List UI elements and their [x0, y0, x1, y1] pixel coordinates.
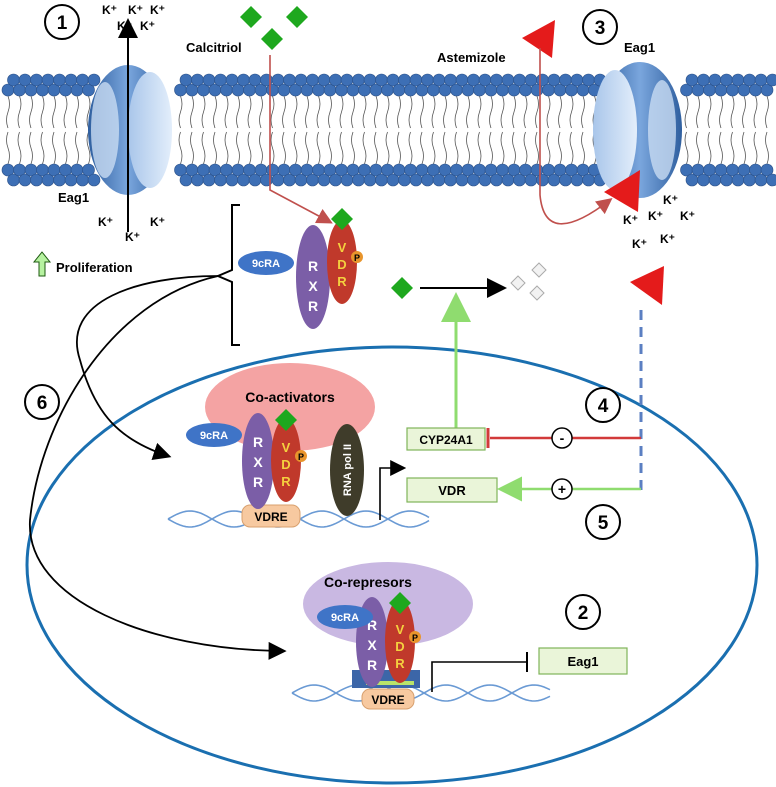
corepresors-label: Co-represors [324, 574, 412, 590]
step-1-marker: 1 [44, 4, 80, 40]
vdr-gene-box: VDR [406, 477, 498, 503]
cyp24a1-label: CYP24A1 [419, 433, 473, 447]
vdr-letter: D [395, 639, 404, 654]
step-2-label: 2 [578, 603, 589, 624]
astemizole-label: Astemizole [437, 50, 506, 65]
astemizole-entry-arrow [539, 48, 613, 225]
rxr-letter: X [308, 278, 318, 294]
k-ion: K⁺ [660, 232, 675, 246]
nuclear-translocation-arrow-upper [76, 275, 219, 460]
nucleus [25, 345, 759, 785]
cyp24a1-gene-box: CYP24A1 [406, 427, 486, 451]
vdr-letter: R [337, 274, 347, 289]
eag1-right-label: Eag1 [624, 40, 655, 55]
vdr-letter: D [281, 457, 290, 472]
vdre-active-label: VDRE [254, 510, 287, 524]
astemizole-triangle-channel [604, 170, 640, 212]
k-ion: K⁺ [117, 19, 132, 33]
step-4-label: 4 [598, 396, 609, 417]
step-3-label: 3 [595, 18, 606, 39]
k-ion: K⁺ [623, 213, 638, 227]
nine-cra-label: 9cRA [200, 430, 228, 442]
cell-membrane [1, 73, 776, 187]
nuclear-translocation-arrow-lower [29, 275, 287, 660]
k-ion: K⁺ [663, 193, 678, 207]
proliferation-label: Proliferation [56, 260, 133, 275]
vdr-letter: V [338, 240, 347, 255]
step-6-marker: 6 [24, 384, 60, 420]
step-5-label: 5 [598, 513, 609, 534]
step-1-label: 1 [57, 13, 68, 34]
minus-circle [551, 427, 573, 449]
k-ion: K⁺ [128, 3, 143, 17]
rxr-letter: R [308, 258, 318, 274]
rxr-letter: R [367, 617, 377, 633]
coactivators-label: Co-activators [245, 389, 335, 405]
eag1-gene-label: Eag1 [567, 654, 598, 669]
rxr-letter: X [253, 454, 263, 470]
k-ion: K⁺ [140, 19, 155, 33]
calcitriol-molecules [240, 6, 308, 50]
potassium-ions: K⁺ K⁺ K⁺ K⁺ K⁺ K⁺ K⁺ K⁺ K⁺ K⁺ K⁺ K⁺ K⁺ K… [98, 3, 695, 251]
plus-label: + [558, 481, 566, 497]
step-4-marker: 4 [585, 387, 621, 423]
calcitriol-label: Calcitriol [186, 40, 242, 55]
rna-polymerase-label: RNA pol II [342, 444, 354, 496]
receptor-complex-bracket [215, 204, 240, 346]
k-ion: K⁺ [102, 3, 117, 17]
degraded-metabolites [510, 262, 547, 301]
nine-cra-label: 9cRA [331, 612, 359, 624]
eag1-channel-left [88, 65, 172, 195]
calcitriol-diamond [286, 6, 308, 28]
k-ion: K⁺ [150, 215, 165, 229]
vdr-gene-label: VDR [438, 483, 466, 498]
eag1-gene-box: Eag1 [538, 647, 628, 675]
k-ion: K⁺ [648, 209, 663, 223]
minus-label: - [560, 430, 565, 446]
rxr-letter: X [367, 637, 377, 653]
phosphate-label: P [412, 633, 418, 643]
calcitriol-diamond [240, 6, 262, 28]
vdre-repressed-label: VDRE [371, 693, 404, 707]
eag1-channel-right [593, 62, 682, 198]
k-ion: K⁺ [125, 230, 140, 244]
step-5-marker: 5 [585, 504, 621, 540]
proliferation-up-arrow-icon [32, 251, 52, 277]
rxr-letter: R [367, 657, 377, 673]
astemizole-triangle-cytoplasm [630, 266, 664, 305]
k-ion: K⁺ [150, 3, 165, 17]
calcitriol-diamond-cytoplasm [391, 277, 413, 299]
k-ion: K⁺ [632, 237, 647, 251]
activating-complex: Co-activators VDRE R X R V D R P 9cRA RN… [167, 363, 430, 528]
repressing-complex: Co-represors VDRE R X R V D R P 9cRA [291, 562, 551, 710]
vdr-letter: V [396, 622, 405, 637]
astemizole-triangle-top [522, 20, 555, 58]
phosphate-label: P [298, 452, 304, 462]
vdr-letter: V [282, 440, 291, 455]
vdr-letter: R [281, 474, 291, 489]
eag1-left-label: Eag1 [58, 190, 89, 205]
plus-circle [551, 478, 573, 500]
calcitriol-entry-arrow [269, 55, 333, 224]
calcitriol-bound-diamond [331, 208, 353, 230]
k-ion: K⁺ [680, 209, 695, 223]
calcitriol-diamond [261, 28, 283, 50]
rxr-letter: R [308, 298, 318, 314]
dna-helix-repressed [291, 684, 551, 702]
rxr-letter: R [253, 474, 263, 490]
cytoplasmic-receptor-complex: R X R V D R P 9cRA [238, 208, 363, 329]
nine-cra-label: 9cRA [252, 258, 280, 270]
step-2-marker: 2 [565, 594, 601, 630]
vdr-letter: R [395, 656, 405, 671]
k-ion: K⁺ [98, 215, 113, 229]
vdr-letter: D [337, 257, 346, 272]
step-3-marker: 3 [582, 9, 618, 45]
step-6-label: 6 [37, 393, 48, 414]
phosphate-label: P [354, 253, 360, 263]
rxr-letter: R [253, 434, 263, 450]
